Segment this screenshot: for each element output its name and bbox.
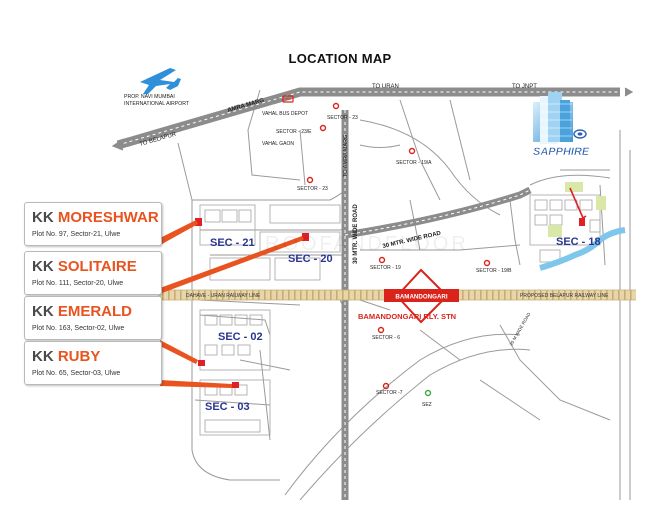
project-card-solitaire[interactable]: KK SOLITAIRE Plot No. 111, Sector-20, Ul… [24,251,162,295]
sector-7-label: SECTOR -7 [376,390,403,396]
sapphire-building-illustration [533,92,573,144]
sapphire-brand-label: SAPPHIRE [533,146,590,158]
local-streets [177,89,631,501]
sector-19a-label: SECTOR - 19/A [396,160,432,166]
bus-icon [282,95,294,103]
pointer-lines [160,187,587,388]
project-name: KK MORESHWAR [32,209,159,226]
proposed-belapur-railway-label: PROPOSED BELAPUR RAILWAY LINE [520,293,609,299]
to-uran-label: TO URAN [372,84,399,90]
sapphire-logo-icon [573,129,587,139]
project-card-ruby[interactable]: KK RUBY Plot No. 65, Sector-03, Ulwe [24,341,162,385]
sector-23e-label: SECTOR - 23/E [276,129,312,135]
green-areas [548,182,606,237]
vahal-bus-depot-label: VAHAL BUS DEPOT [262,111,308,117]
watermark: ROOFANDFLOOR [265,233,469,255]
road-centerlines [117,91,620,500]
twenty-m-road-label: 20 M WIDE ROAD [509,311,532,346]
page-title: LOCATION MAP [288,51,392,66]
project-plot: Plot No. 163, Sector-02, Ulwe [32,325,125,332]
airport-label-line1: PROP. NAVI MUMBAI [124,94,175,100]
sec-03-label: SEC - 03 [205,401,250,413]
sez-marker [424,389,432,397]
project-title: SOLITAIRE [57,258,137,275]
project-name: KK EMERALD [32,303,132,320]
sec-02-label: SEC - 02 [218,331,263,343]
sector-23-label-a: SECTOR - 23 [327,115,358,121]
sector-19b-label: SECTOR - 19/B [476,268,512,274]
project-plot: Plot No. 97, Sector-21, Ulwe [32,231,121,238]
station-name-label: BAMANDONGARI RLY. STN [358,312,456,321]
vertical-road-label: 30 MTR. WIDE ROAD [353,204,359,264]
project-brand: KK [32,209,54,226]
sector-19-label: SECTOR - 19 [370,265,401,271]
project-name: KK SOLITAIRE [32,258,137,275]
sec-18-label: SEC - 18 [556,236,601,248]
project-title: RUBY [57,348,101,365]
sec-21-label: SEC - 21 [210,237,255,249]
project-brand: KK [32,303,54,320]
project-markers [195,218,585,388]
sector-23-label-b: SECTOR - 23 [297,186,328,192]
vahal-gaon-label: VAHAL GAON [262,141,294,147]
project-brand: KK [32,348,54,365]
project-brand: KK [32,258,54,275]
to-amra-marg-label: TO AMRA MARG [343,135,349,177]
project-card-moreshwar[interactable]: KK MORESHWAR Plot No. 97, Sector-21, Ulw… [24,202,162,246]
project-title: EMERALD [57,303,133,320]
project-plot: Plot No. 65, Sector-03, Ulwe [32,370,121,377]
airplane-icon [140,68,181,94]
creek [539,227,626,271]
station-badge-label: BAMANDONGARI [395,294,448,301]
dahave-uran-railway-label: DAHAVE - URAN RAILWAY LINE [186,293,261,299]
sec-20-label: SEC - 20 [288,253,333,265]
sector-markers [306,102,491,390]
sez-label: SEZ [422,402,432,408]
airport-label-line2: INTERNATIONAL AIRPORT [124,101,190,107]
to-jnpt-label: TO JNPT [512,84,537,90]
project-name: KK RUBY [32,348,100,365]
station-badge [384,268,459,324]
project-card-emerald[interactable]: KK EMERALD Plot No. 163, Sector-02, Ulwe [24,296,162,340]
map-labels: PROP. NAVI MUMBAI INTERNATIONAL AIRPORT … [124,84,609,413]
sector-6-label: SECTOR - 6 [372,335,400,341]
road-arrows [111,87,634,151]
project-plot: Plot No. 111, Sector-20, Ulwe [32,280,124,287]
project-title: MORESHWAR [57,209,159,226]
